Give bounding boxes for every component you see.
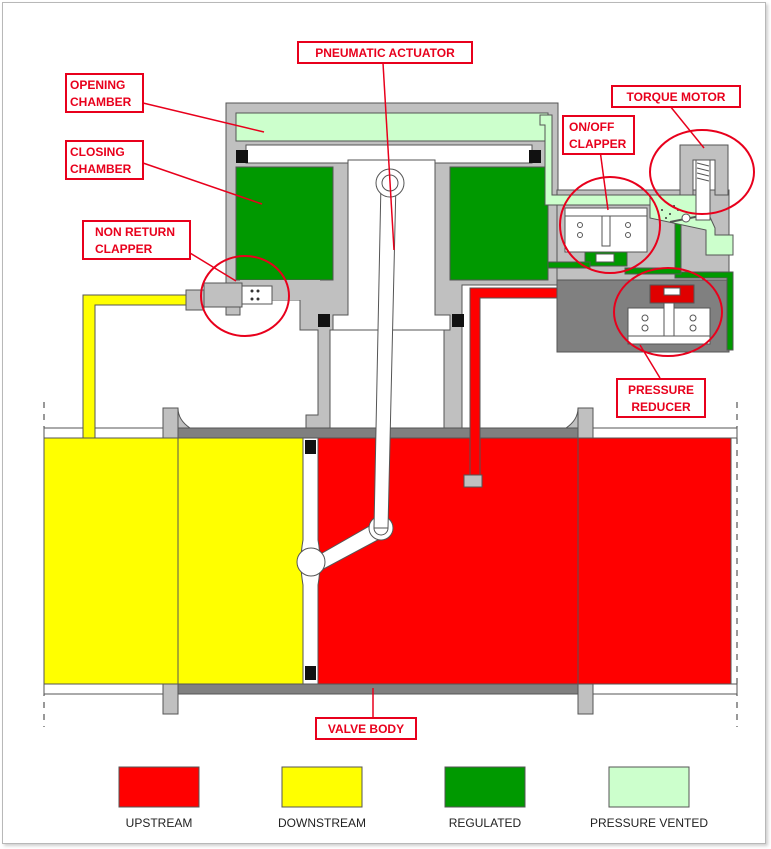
label-valve-body: VALVE BODY [315,717,417,740]
label-onoff-text-2: CLAPPER [569,137,627,151]
valve-body-bottom [177,683,579,695]
label-pneumatic-actuator: PNEUMATIC ACTUATOR [297,41,473,64]
torque-motor-body [679,144,729,196]
legend-label-regulated: REGULATED [449,816,522,830]
closing-chamber-right [449,166,549,281]
valve-body [43,402,738,727]
leader-lines [142,62,705,720]
label-torque-motor-text: TORQUE MOTOR [627,90,726,104]
label-reducer-text-2: REDUCER [631,400,691,414]
legend-swatch-downstream [281,766,363,808]
legend-swatch-pressure_vented [608,766,690,808]
legend-label-upstream: UPSTREAM [126,816,193,830]
pressure-reducer-highlight [613,267,723,357]
control-block [539,114,734,353]
onoff-highlight [559,176,661,274]
opening-chamber [235,112,549,142]
label-pneumatic-actuator-text: PNEUMATIC ACTUATOR [315,46,455,60]
label-closing-text-2: CHAMBER [70,162,132,176]
legend-swatch-upstream [118,766,200,808]
label-closing-chamber: CLOSING CHAMBER [65,140,144,180]
label-closing-text-1: CLOSING [70,145,125,159]
pneumatic-actuator [225,102,559,529]
label-onoff-text-1: ON/OFF [569,120,614,134]
legend-swatch-regulated [444,766,526,808]
highlight-circles [200,129,755,357]
closing-chamber-left [235,166,334,281]
label-reducer-text-1: PRESSURE [628,383,694,397]
torque-motor-highlight [649,129,755,215]
label-non-return-clapper: NON RETURN CLAPPER [82,220,191,260]
labels: PNEUMATIC ACTUATOR OPENING CHAMBER CLOSI… [65,41,741,740]
legend-label-downstream: DOWNSTREAM [278,816,366,830]
label-opening-text-2: CHAMBER [70,95,132,109]
non-return-highlight [200,255,290,337]
label-pressure-reducer: PRESSURE REDUCER [616,378,706,418]
label-opening-text-1: OPENING [70,78,125,92]
legend-label-pressure_vented: PRESSURE VENTED [590,816,708,830]
legend: UPSTREAM DOWNSTREAM REGULATED PRESSURE VENT… [118,766,708,830]
label-non-return-text-2: CLAPPER [95,242,153,256]
non-return-clapper [203,282,273,308]
label-opening-chamber: OPENING CHAMBER [65,73,144,113]
downstream-fluid [43,437,304,685]
label-valve-body-text: VALVE BODY [328,722,404,736]
downstream-sense-line [82,289,205,439]
label-torque-motor: TORQUE MOTOR [611,85,741,108]
label-onoff-clapper: ON/OFF CLAPPER [562,115,635,155]
label-non-return-text-1: NON RETURN [95,225,175,239]
